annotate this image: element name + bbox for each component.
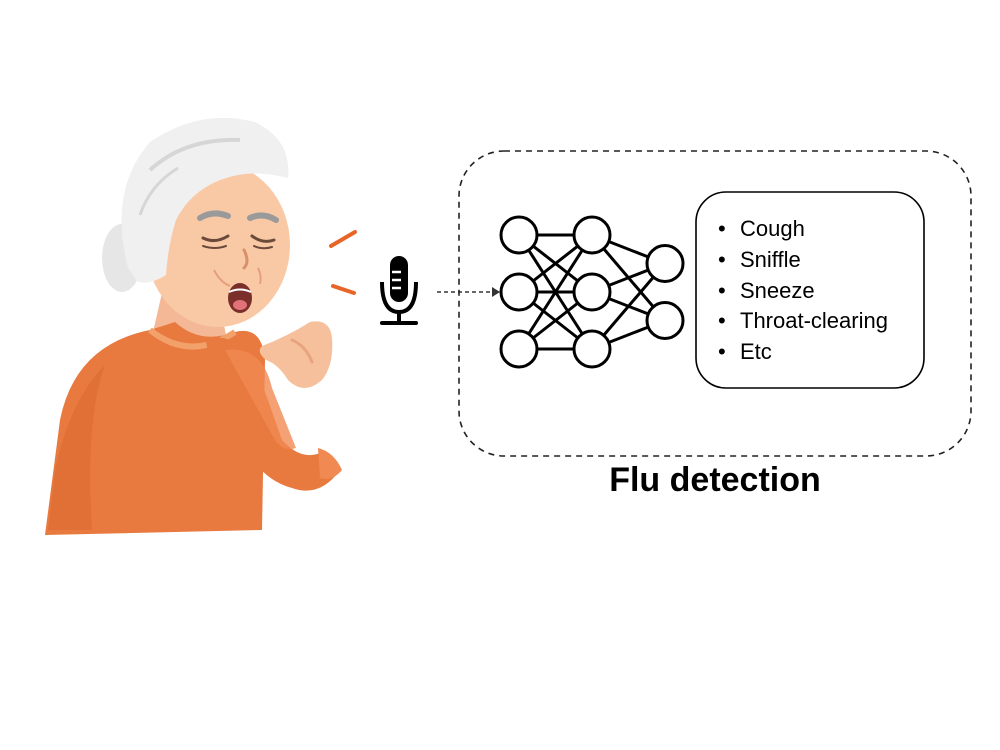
- microphone-icon: [380, 256, 418, 325]
- list-item: Throat-clearing: [718, 306, 888, 337]
- network-node-layer-3: [645, 301, 685, 340]
- coughing-person-illustration: [45, 117, 342, 535]
- network-node-layer-2: [572, 329, 612, 369]
- list-item: Sniffle: [718, 245, 888, 276]
- network-connection: [517, 234, 594, 350]
- network-node-layer-1: [499, 329, 539, 369]
- cough-sound-marks: [329, 230, 357, 295]
- audio-input-arrow: [437, 287, 500, 297]
- detection-system-box: [458, 150, 972, 457]
- detected-sounds-list: Cough Sniffle Sneeze Throat-clearing Etc: [718, 214, 888, 368]
- network-node-layer-3: [645, 244, 685, 283]
- list-item: Etc: [718, 337, 888, 368]
- diagram-title: Flu detection: [609, 461, 821, 499]
- network-node-layer-1: [499, 272, 539, 312]
- neural-network: [499, 215, 685, 369]
- list-item: Sneeze: [718, 276, 888, 307]
- list-item: Cough: [718, 214, 888, 245]
- network-node-layer-1: [499, 215, 539, 255]
- network-node-layer-2: [572, 215, 612, 255]
- network-node-layer-2: [572, 272, 612, 312]
